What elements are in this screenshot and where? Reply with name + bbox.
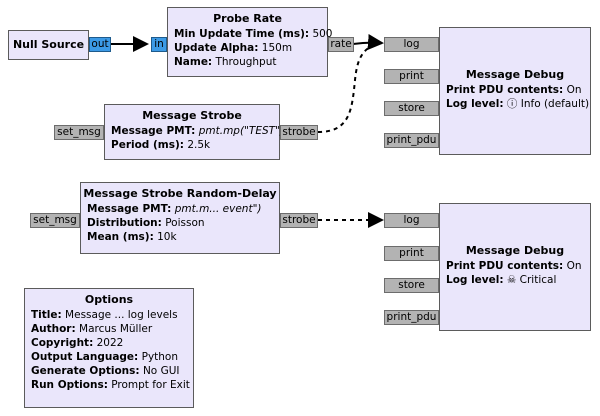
message-debug-block-1[interactable]: Message Debug Print PDU contents: On Log… (439, 27, 591, 155)
param-label: Copyright: (31, 337, 94, 349)
port-in[interactable]: in (151, 37, 167, 52)
wire-probe-to-debug1 (352, 34, 384, 50)
param-row: Print PDU contents: On (446, 259, 590, 273)
param-value: 2022 (96, 337, 124, 349)
param-row: Author: Marcus Müller (31, 322, 193, 336)
param-value: On (566, 260, 582, 272)
probe-rate-block[interactable]: Probe Rate Min Update Time (ms): 500 Upd… (167, 7, 332, 77)
param-row: Copyright: 2022 (31, 336, 193, 350)
param-row: Name: Throughput (174, 55, 327, 69)
param-row: Distribution: Poisson (87, 216, 279, 230)
param-value: 10k (157, 231, 177, 243)
param-label: Log level: (446, 98, 504, 110)
param-row: Title: Message ... log levels (31, 308, 193, 322)
param-row: Log level: ☠ Critical (446, 273, 590, 287)
param-row: Update Alpha: 150m (174, 41, 327, 55)
block-title: Message Debug (465, 244, 565, 257)
message-strobe-block[interactable]: Message Strobe Message PMT: pmt.mp("TEST… (104, 104, 284, 160)
param-value: On (566, 84, 582, 96)
block-title: Message Debug (465, 68, 565, 81)
param-value: 500 (312, 28, 333, 40)
block-title: Message Strobe (142, 109, 242, 122)
param-row: Generate Options: No GUI (31, 364, 193, 378)
param-label: Output Language: (31, 351, 139, 363)
param-value: Throughput (215, 56, 277, 68)
param-label: Distribution: (87, 217, 162, 229)
param-row: Min Update Time (ms): 500 (174, 27, 332, 41)
port-strobe[interactable]: strobe (280, 213, 318, 228)
port-print[interactable]: print (384, 69, 439, 84)
param-label: Print PDU contents: (446, 260, 564, 272)
param-row: Log level: ⓘ Info (default) (446, 97, 590, 111)
param-label: Message PMT: (87, 203, 172, 215)
param-row: Mean (ms): 10k (87, 230, 279, 244)
param-value: Poisson (165, 217, 205, 229)
param-label: Generate Options: (31, 365, 140, 377)
port-set-msg[interactable]: set_msg (54, 125, 104, 140)
param-row: Message PMT: pmt.mp("TEST") (111, 124, 284, 138)
param-value: ⓘ Info (default) (506, 98, 590, 110)
param-row: Period (ms): 2.5k (111, 138, 279, 152)
param-row: Output Language: Python (31, 350, 193, 364)
param-label: Update Alpha: (174, 42, 259, 54)
block-title: Message Strobe Random-Delay (83, 187, 277, 200)
param-row: Message PMT: pmt.m... event") (87, 202, 279, 216)
param-value: ☠ Critical (506, 274, 557, 286)
param-value: No GUI (142, 365, 180, 377)
param-value: Python (141, 351, 179, 363)
port-log[interactable]: log (384, 213, 439, 228)
block-title: Probe Rate (213, 12, 282, 25)
port-strobe[interactable]: strobe (280, 125, 318, 140)
param-value: pmt.m... event") (174, 203, 262, 215)
param-label: Period (ms): (111, 139, 184, 151)
param-label: Run Options: (31, 379, 108, 391)
port-print[interactable]: print (384, 246, 439, 261)
param-value: 150m (261, 42, 293, 54)
param-label: Log level: (446, 274, 504, 286)
param-value: Message ... log levels (65, 309, 178, 321)
param-value: pmt.mp("TEST") (198, 125, 284, 137)
param-row: Run Options: Prompt for Exit (31, 378, 193, 392)
param-label: Min Update Time (ms): (174, 28, 310, 40)
param-label: Author: (31, 323, 76, 335)
port-print-pdu[interactable]: print_pdu (384, 310, 439, 325)
port-rate[interactable]: rate (328, 37, 354, 52)
param-label: Name: (174, 56, 213, 68)
port-set-msg[interactable]: set_msg (30, 213, 80, 228)
param-row: Print PDU contents: On (446, 83, 590, 97)
port-log[interactable]: log (384, 37, 439, 52)
param-value: 2.5k (187, 139, 211, 151)
port-store[interactable]: store (384, 101, 439, 116)
message-debug-block-2[interactable]: Message Debug Print PDU contents: On Log… (439, 203, 591, 331)
options-block[interactable]: Options Title: Message ... log levels Au… (24, 288, 194, 408)
param-label: Print PDU contents: (446, 84, 564, 96)
message-strobe-random-block[interactable]: Message Strobe Random-Delay Message PMT:… (80, 182, 280, 254)
port-print-pdu[interactable]: print_pdu (384, 133, 439, 148)
null-source-block[interactable]: Null Source (8, 30, 89, 60)
port-out[interactable]: out (89, 37, 111, 52)
block-title: Null Source (12, 38, 85, 51)
param-label: Title: (31, 309, 62, 321)
block-title: Options (84, 293, 134, 306)
port-store[interactable]: store (384, 278, 439, 293)
param-label: Mean (ms): (87, 231, 154, 243)
param-value: Prompt for Exit (111, 379, 190, 391)
param-value: Marcus Müller (79, 323, 153, 335)
param-label: Message PMT: (111, 125, 196, 137)
